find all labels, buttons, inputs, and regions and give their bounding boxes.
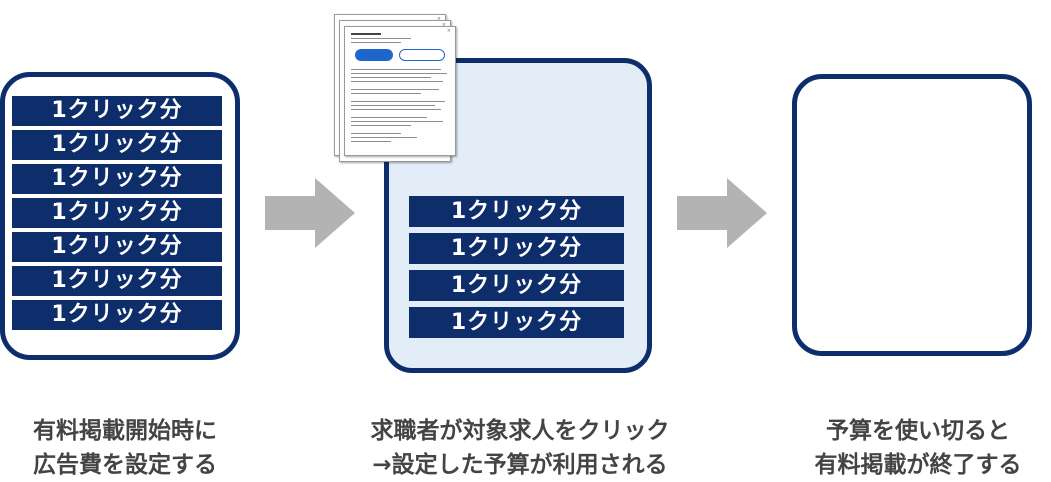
step3-caption-line1: 予算を使い切ると: [826, 418, 1010, 444]
click-unit-bar: 1クリック分: [12, 164, 222, 194]
click-unit-bar: 1クリック分: [12, 266, 222, 296]
document-primary-button-shape: [355, 49, 393, 61]
close-icon: ×: [446, 28, 451, 34]
click-unit-bar: 1クリック分: [409, 307, 624, 338]
step2-click-list: 1クリック分 1クリック分 1クリック分 1クリック分: [409, 196, 624, 338]
step2-caption-line1: 求職者が対象求人をクリック: [370, 418, 670, 444]
click-unit-bar: 1クリック分: [12, 130, 222, 160]
right-arrow-icon: [677, 178, 767, 248]
step1-caption: 有料掲載開始時に 広告費を設定する: [0, 414, 250, 482]
step2-caption: 求職者が対象求人をクリック →設定した予算が利用される: [330, 414, 710, 482]
right-arrow-icon: [265, 178, 355, 248]
job-posting-document-icon: ×: [344, 26, 456, 156]
click-unit-bar: 1クリック分: [12, 232, 222, 262]
step3-caption: 予算を使い切ると 有料掲載が終了する: [785, 414, 1051, 482]
step1-caption-line1: 有料掲載開始時に: [33, 418, 217, 444]
close-icon: ×: [436, 16, 441, 22]
step1-caption-line2: 広告費を設定する: [33, 452, 217, 478]
step3-caption-line2: 有料掲載が終了する: [814, 452, 1022, 478]
step1-click-list: 1クリック分 1クリック分 1クリック分 1クリック分 1クリック分 1クリック…: [12, 96, 222, 330]
close-icon: ×: [441, 22, 446, 28]
click-unit-bar: 1クリック分: [409, 233, 624, 264]
step3-empty-budget-box: [792, 74, 1032, 356]
document-secondary-button-shape: [399, 49, 445, 61]
step2-caption-line2: →設定した予算が利用される: [372, 452, 668, 478]
click-unit-bar: 1クリック分: [12, 300, 222, 330]
click-unit-bar: 1クリック分: [409, 196, 624, 227]
click-unit-bar: 1クリック分: [409, 270, 624, 301]
click-unit-bar: 1クリック分: [12, 96, 222, 126]
click-unit-bar: 1クリック分: [12, 198, 222, 228]
